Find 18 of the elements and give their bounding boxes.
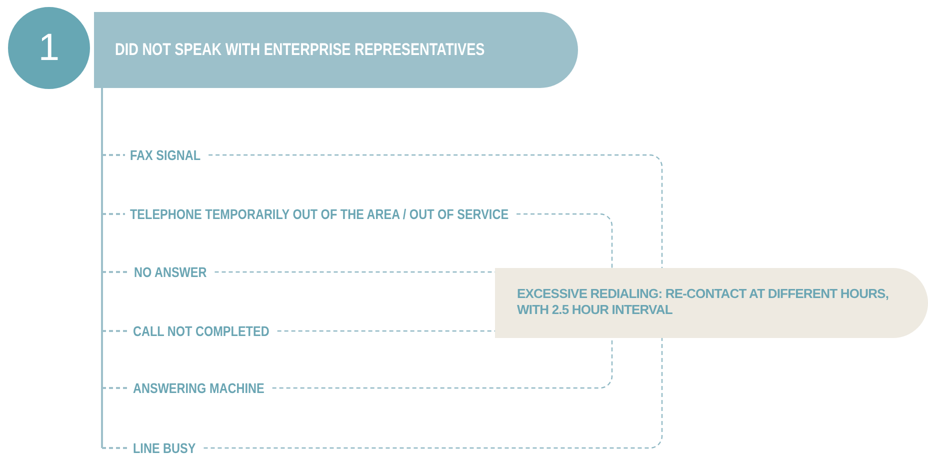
note-box	[495, 268, 928, 338]
reason-text: NO ANSWER	[134, 264, 207, 280]
connector-line	[272, 338, 613, 389]
reason-text: TELEPHONE TEMPORARILY OUT OF THE AREA / OUT OF SERVICE	[130, 206, 509, 222]
connector-line	[277, 330, 495, 332]
reason-text: CALL NOT COMPLETED	[133, 323, 270, 339]
connector-line	[208, 154, 663, 268]
connector-line	[214, 271, 495, 273]
connector-line	[204, 338, 663, 449]
step-number: 1	[38, 26, 60, 70]
connector-line	[101, 88, 128, 449]
reason-text: FAX SIGNAL	[130, 147, 201, 163]
reason-text: ANSWERING MACHINE	[133, 380, 264, 396]
note-text: EXCESSIVE REDIALING: RE-CONTACT AT DIFFERENT HOURS, WITH 2.5 HOUR INTERVAL	[517, 286, 890, 318]
connector-line	[516, 213, 613, 268]
header-title: DID NOT SPEAK WITH ENTERPRISE REPRESENTATIVES	[115, 40, 485, 60]
reason-text: LINE BUSY	[133, 440, 196, 456]
header-banner	[94, 12, 578, 88]
